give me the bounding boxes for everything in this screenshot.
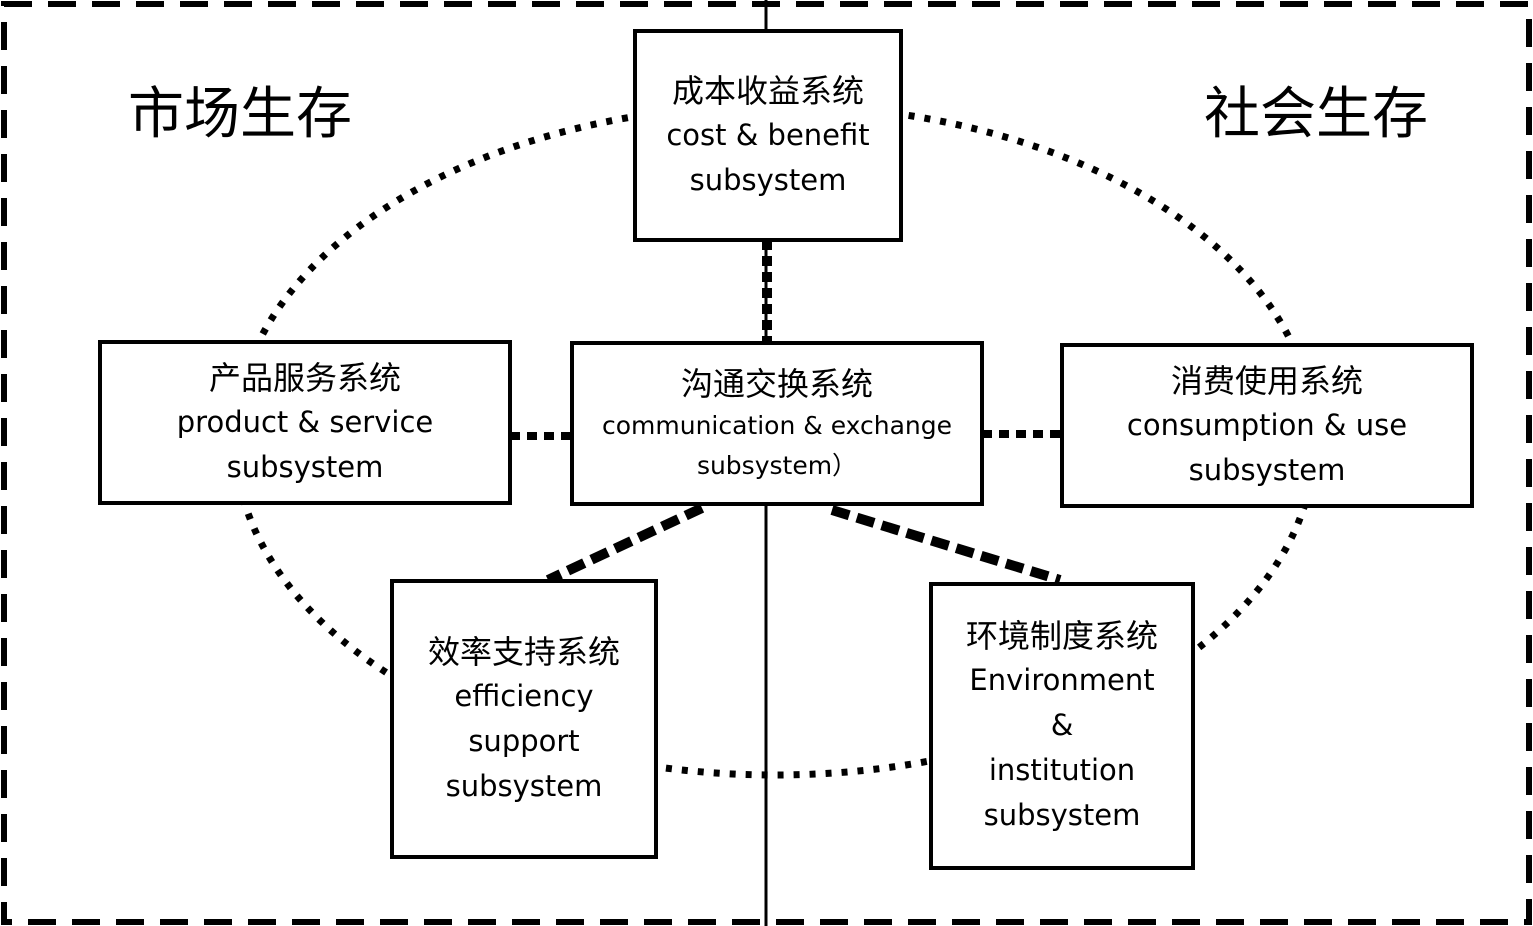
node-environment-institution: 环境制度系统 Environment & institution subsyst…: [929, 582, 1195, 870]
node-product-service-en-line: product & service: [176, 404, 434, 439]
node-communication-exchange-en-line: communication & exchange: [601, 410, 953, 440]
node-environment-institution-en: Environment & institution subsystem: [969, 658, 1154, 838]
node-cost-benefit-en-line: cost & benefit: [666, 117, 870, 152]
region-label-social: 社会生存: [1204, 82, 1428, 147]
node-cost-benefit-en-line: subsystem: [689, 162, 847, 197]
node-cost-benefit-zh: 成本收益系统: [671, 71, 864, 110]
node-cost-benefit: 成本收益系统 cost & benefit subsystem: [633, 29, 903, 242]
node-product-service-en-line: subsystem: [226, 449, 384, 484]
node-communication-exchange: 沟通交换系统 communication & exchange subsyste…: [570, 341, 984, 506]
node-efficiency-support-en-line: subsystem: [445, 768, 603, 803]
node-consumption-use-en-line: consumption & use: [1126, 407, 1408, 442]
connector-communication-efficiency: [545, 503, 705, 585]
node-consumption-use: 消费使用系统 consumption & use subsystem: [1060, 343, 1474, 508]
node-environment-institution-en-line: subsystem: [983, 798, 1141, 832]
node-environment-institution-en-line: &: [1050, 708, 1074, 742]
node-efficiency-support-en-line: support: [468, 723, 580, 758]
node-environment-institution-en-line: Environment: [969, 663, 1155, 697]
node-cost-benefit-en: cost & benefit subsystem: [666, 113, 869, 203]
node-consumption-use-en-line: subsystem: [1188, 452, 1346, 487]
node-communication-exchange-zh: 沟通交换系统: [680, 364, 873, 403]
node-product-service-en: product & service subsystem: [177, 400, 433, 490]
node-efficiency-support-en: efficiency support subsystem: [446, 674, 603, 809]
node-environment-institution-en-line: institution: [988, 753, 1136, 787]
node-efficiency-support-zh: 效率支持系统: [427, 632, 620, 671]
connector-communication-environment: [830, 505, 1062, 585]
region-label-market: 市场生存: [128, 82, 352, 147]
node-communication-exchange-en: communication & exchange subsystem）: [602, 406, 952, 486]
node-product-service: 产品服务系统 product & service subsystem: [98, 340, 512, 505]
node-product-service-zh: 产品服务系统: [208, 358, 401, 397]
node-environment-institution-zh: 环境制度系统: [965, 617, 1158, 655]
node-efficiency-support-en-line: efficiency: [454, 678, 594, 713]
node-consumption-use-en: consumption & use subsystem: [1127, 403, 1407, 493]
node-consumption-use-zh: 消费使用系统: [1170, 361, 1363, 400]
node-communication-exchange-en-line: subsystem）: [696, 450, 858, 480]
node-efficiency-support: 效率支持系统 efficiency support subsystem: [390, 579, 658, 859]
